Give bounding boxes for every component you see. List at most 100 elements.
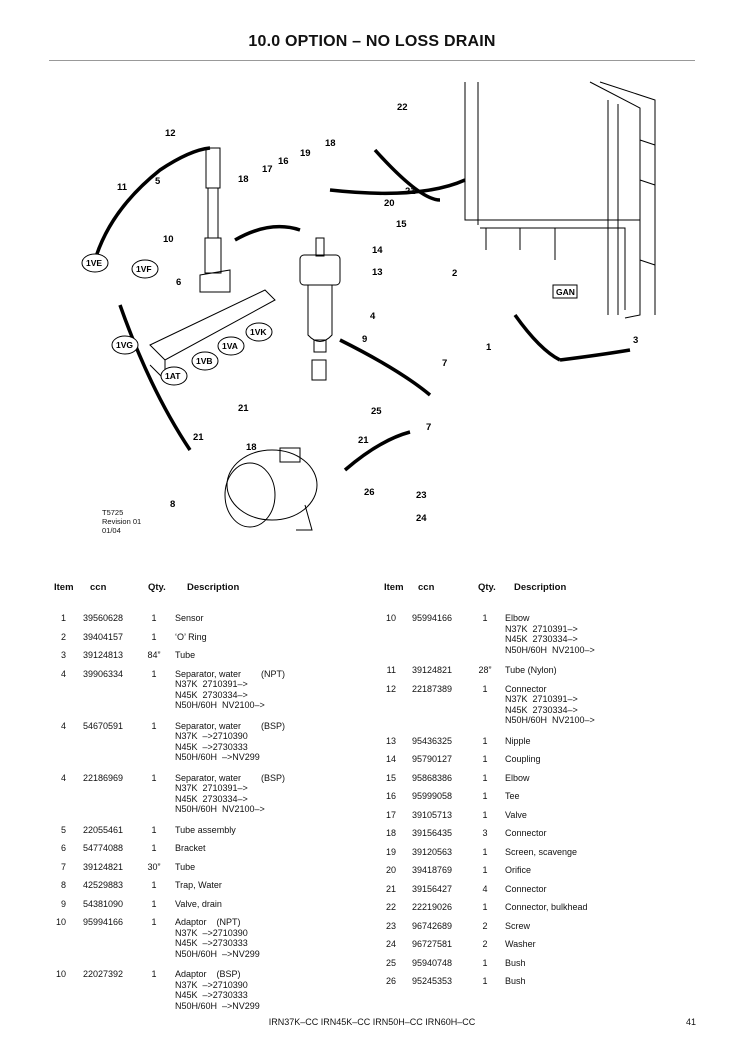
cell-description-detail: N45K 2730334–>: [505, 634, 578, 644]
callout-label: 13: [372, 267, 383, 278]
tubing-drawing: [93, 146, 631, 472]
callout-label: 1VA: [222, 341, 238, 351]
cell-qty: 1: [151, 917, 157, 927]
callout-label: 7: [442, 358, 447, 369]
water-separator-drawing: [299, 237, 341, 381]
cell-description: Orifice: [505, 865, 532, 875]
drawing-number: T5725: [102, 508, 124, 517]
page-number: 41: [685, 1017, 696, 1027]
cell-qty: 1: [151, 824, 157, 835]
callout-bubble: [81, 253, 109, 273]
callout-bubble: [217, 336, 245, 356]
cell-item: 4: [60, 720, 66, 731]
cell-item: 16: [385, 791, 396, 801]
cell-description: Elbow: [505, 613, 530, 623]
water-trap-drawing: [224, 447, 318, 531]
cell-ccn: 39120563: [412, 846, 453, 857]
cell-item: 26: [385, 976, 396, 986]
header-desc-right: Description: [514, 582, 567, 593]
cell-description: Tube (Nylon): [505, 665, 557, 675]
cell-qty: 1: [151, 631, 157, 642]
cell-description: Separator, water (BSP): [175, 720, 286, 731]
cell-qty: 1: [482, 735, 488, 746]
callout-label: 12: [165, 128, 176, 139]
callout-label: 4: [370, 311, 376, 322]
cell-description-detail: N50H/60H –>NV299: [175, 1000, 260, 1011]
cell-description: Screen, scavenge: [505, 846, 578, 857]
cell-qty: 28”: [478, 665, 492, 675]
cell-description: Separator, water (NPT): [175, 668, 286, 679]
cell-qty: 1: [151, 613, 157, 623]
callout-label: 1VF: [136, 264, 152, 274]
cell-item: 20: [385, 865, 396, 875]
callout-label: 7: [426, 422, 431, 433]
cell-item: 18: [385, 828, 396, 838]
compressor-cabinet-drawing: [464, 81, 656, 319]
cell-qty: 1: [482, 772, 488, 783]
cell-item: 6: [60, 843, 66, 853]
cell-qty: 1: [482, 809, 488, 820]
callout-label: 18: [246, 442, 257, 453]
drawing-revision: Revision 01: [102, 517, 142, 526]
cell-description: Connector: [505, 683, 547, 694]
cell-description: Separator, water (BSP): [175, 772, 286, 783]
cell-description-detail: N37K –>2710390: [175, 979, 248, 990]
cell-ccn: 22187389: [412, 683, 453, 694]
cell-qty: 1: [482, 846, 488, 857]
cell-ccn: 39156427: [412, 883, 453, 894]
cell-ccn: 96727581: [412, 939, 453, 949]
tube-assembly-drawing: [199, 147, 231, 293]
callout-bubble: [245, 322, 273, 342]
cell-description: Sensor: [175, 613, 204, 623]
callout-label: 16: [278, 156, 289, 167]
cell-description-detail: N50H/60H NV2100–>: [175, 804, 265, 814]
callout-label: 8: [170, 499, 175, 510]
cell-item: 3: [60, 650, 66, 660]
cell-description: ‘O’ Ring: [175, 631, 207, 642]
cell-item: 22: [385, 902, 396, 912]
page-title: 10.0 OPTION – NO LOSS DRAIN: [248, 33, 496, 50]
cell-description: Tee: [505, 791, 520, 801]
cell-ccn: 39418769: [412, 865, 453, 875]
cell-ccn: 95245353: [412, 976, 453, 986]
drawing-stamp: T5725 Revision 01 01/04: [102, 508, 141, 535]
cell-qty: 1: [482, 957, 488, 968]
cell-description-detail: N45K –>2730333: [175, 938, 248, 948]
cell-item: 7: [60, 861, 66, 872]
header-qty-right: Qty.: [478, 582, 496, 593]
cell-qty: 1: [151, 772, 157, 783]
cell-description: Elbow: [505, 772, 530, 783]
cell-description: Connector: [505, 883, 547, 894]
callout-label: 15: [396, 219, 407, 230]
cell-description: Tube: [175, 650, 196, 660]
cell-ccn: 95436325: [412, 735, 453, 746]
callout-label: 1VG: [116, 340, 133, 350]
cell-description-detail: N50H/60H –>NV299: [175, 948, 260, 959]
callout-label: 2: [452, 268, 457, 279]
cell-item: 10: [55, 917, 66, 927]
cell-qty: 1: [151, 898, 157, 909]
cell-description-detail: N45K 2730334–>: [505, 704, 578, 715]
cell-ccn: 22219026: [412, 902, 453, 912]
cell-ccn: 95999058: [412, 791, 453, 801]
callout-label: 22: [397, 102, 408, 113]
cell-ccn: 39124813: [83, 650, 124, 660]
cell-item: 4: [60, 772, 66, 783]
cell-item: 24: [385, 939, 396, 949]
cell-description: Bush: [505, 976, 526, 986]
cell-description-detail: N50H/60H –>NV299: [175, 752, 260, 762]
cell-qty: 1: [482, 683, 488, 694]
callout-label: 18: [238, 174, 249, 185]
cell-item: 23: [385, 920, 396, 931]
cell-item: 12: [385, 683, 396, 694]
cell-description-detail: N37K –>2710390: [175, 731, 248, 741]
callout-label: 17: [262, 164, 273, 175]
cell-qty: 1: [482, 613, 488, 623]
callout-label: 19: [300, 148, 311, 159]
callout-label: 9: [362, 334, 367, 345]
cell-qty: 1: [151, 969, 157, 979]
callout-label: 6: [176, 277, 181, 288]
cell-description-detail: N50H/60H NV2100–>: [175, 700, 265, 710]
cell-description: Washer: [505, 939, 536, 949]
